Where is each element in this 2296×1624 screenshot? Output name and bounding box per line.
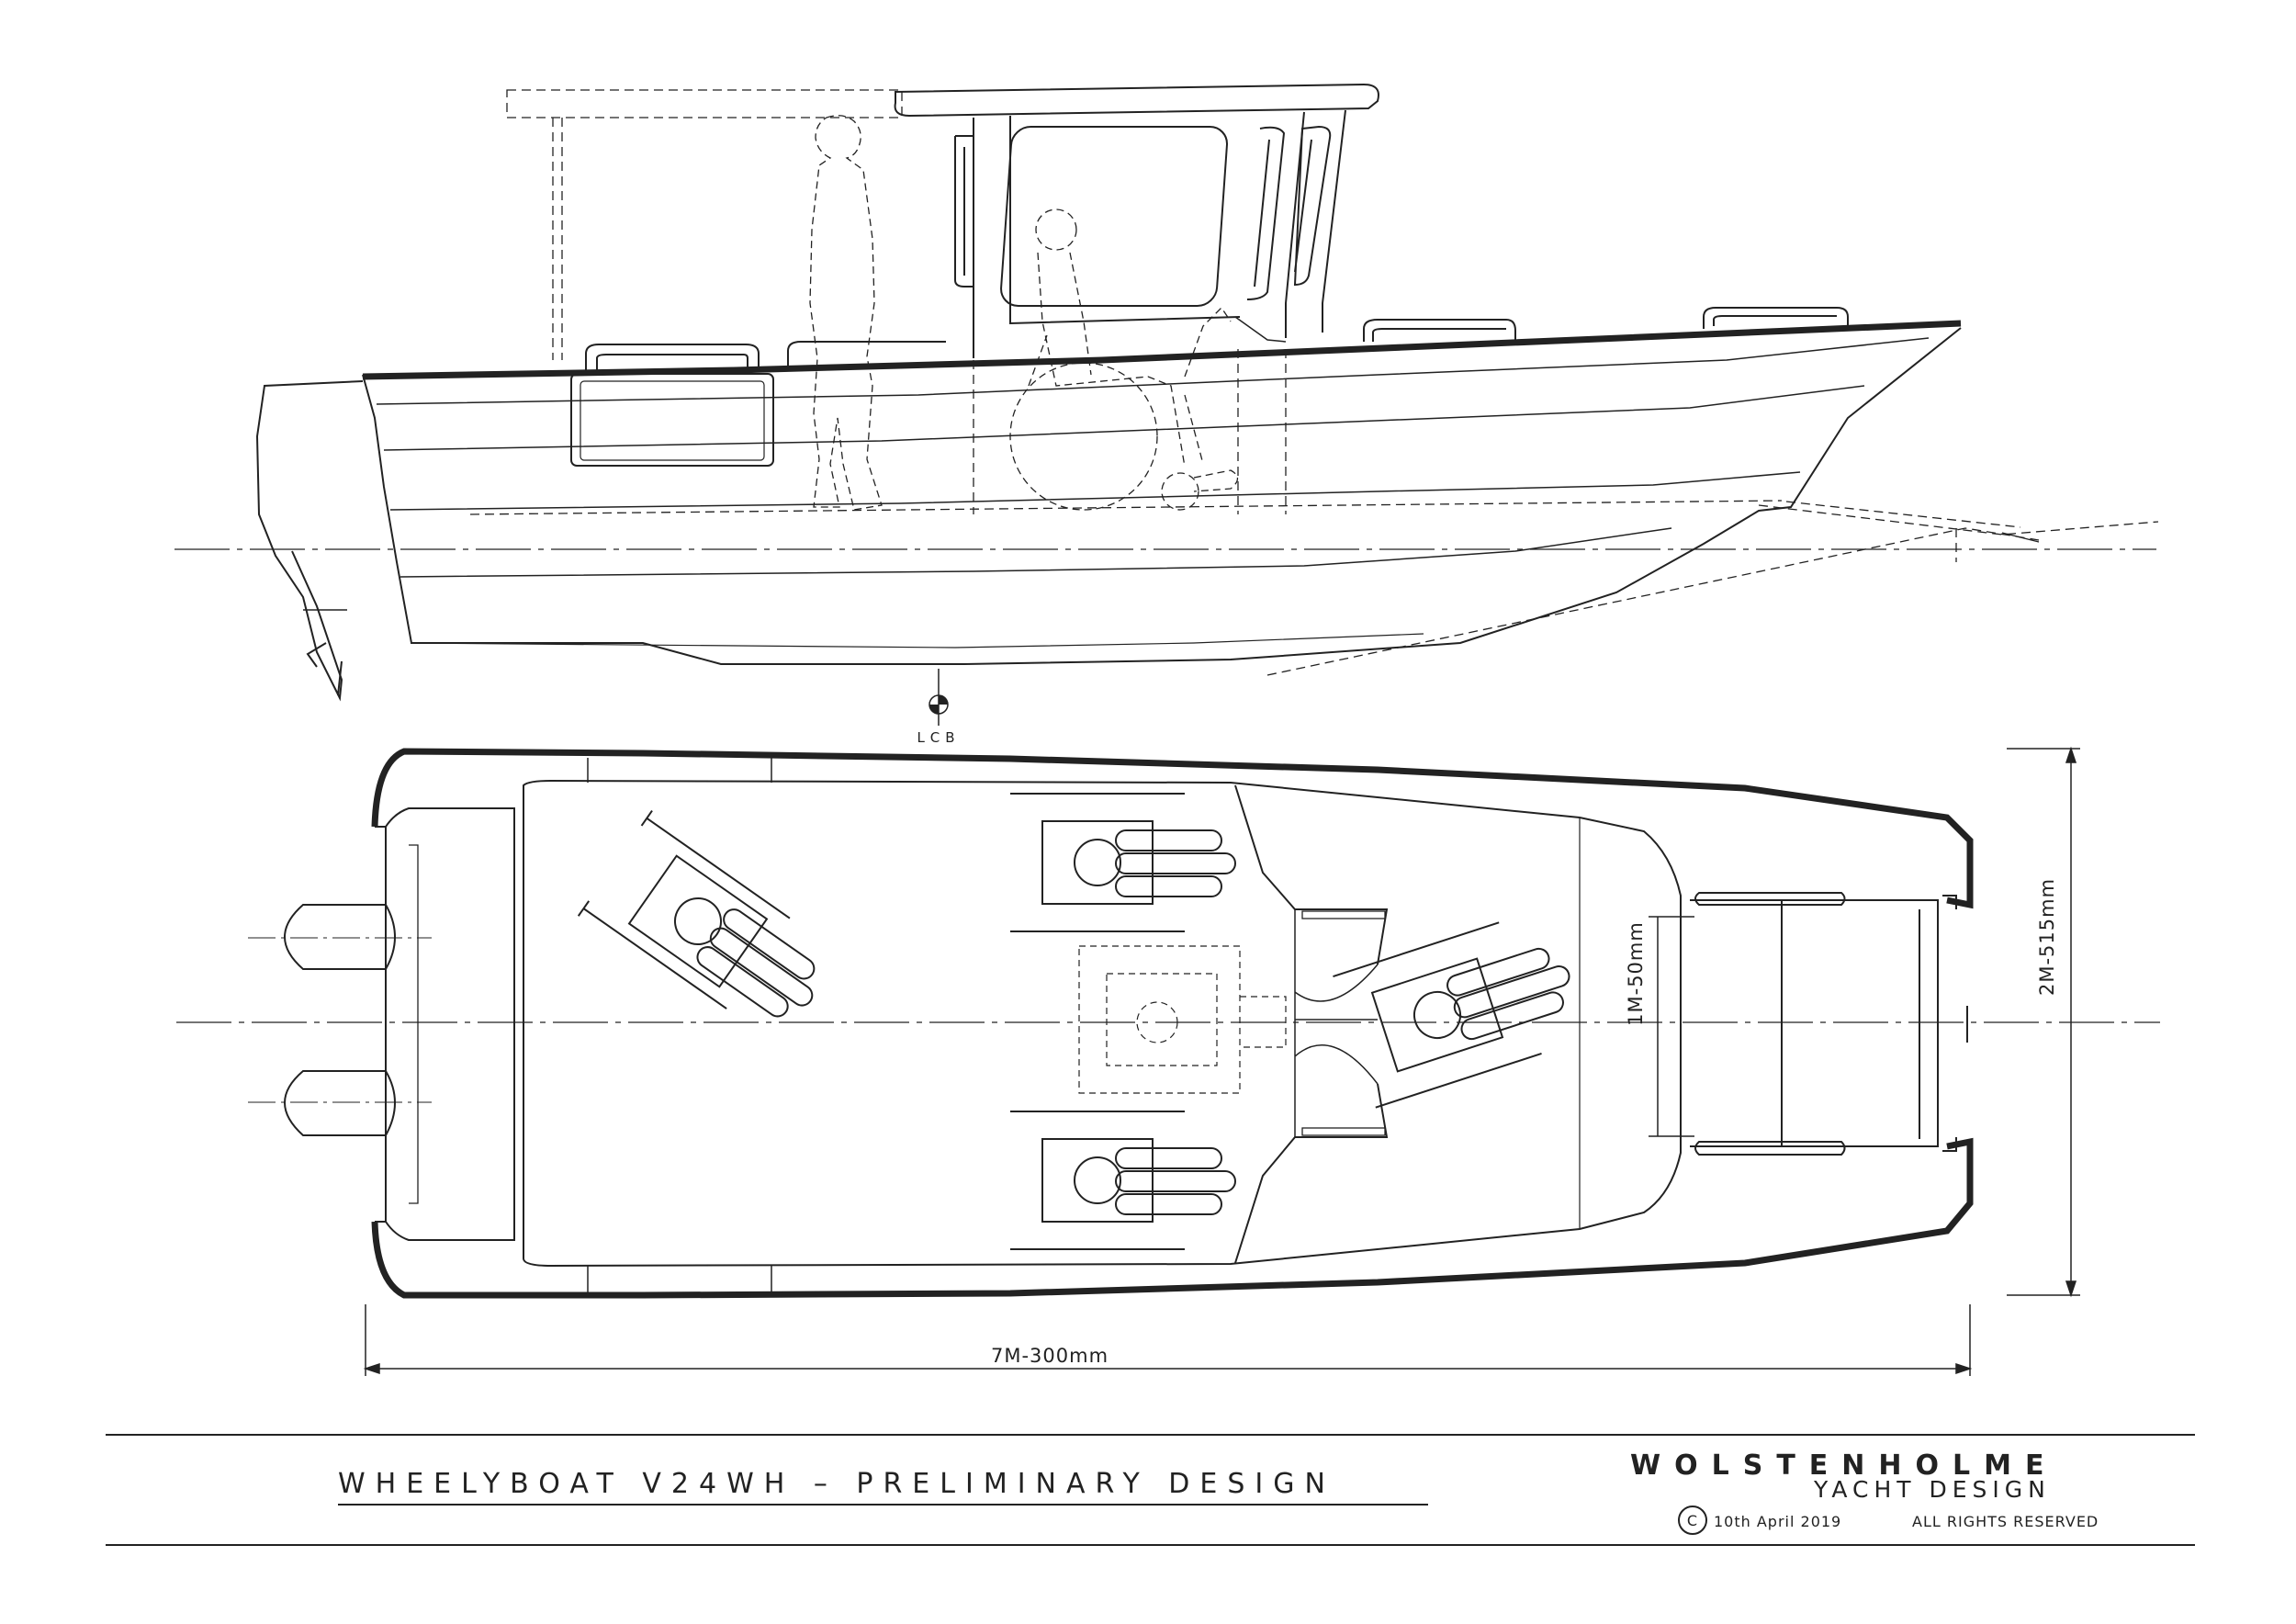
standing-person-outline	[809, 115, 883, 511]
sheer-line	[362, 320, 1962, 380]
lcb-marker: LCB	[917, 669, 960, 746]
company-name: WOLSTENHOLME	[1630, 1449, 2057, 1482]
dimensions	[363, 746, 2080, 1376]
wheelchair-plan-group	[577, 793, 1570, 1250]
opening-dimension-label: 1M-50mm	[1625, 921, 1647, 1026]
guard-rail-fwd	[1363, 307, 1849, 342]
copyright-symbol: C	[1687, 1512, 1698, 1529]
wheelchair-user-side	[1009, 209, 1239, 511]
hull-side-hatch	[570, 373, 774, 467]
outboard-pod-upper	[284, 904, 396, 970]
wheelhouse-front-window	[1000, 126, 1229, 307]
wheelchair-plan-starboard	[1010, 1111, 1236, 1250]
deck-outline	[523, 779, 1682, 1268]
outboard-motor	[255, 380, 364, 702]
side-elevation	[174, 83, 2159, 702]
rights-notice: ALL RIGHTS RESERVED	[1912, 1513, 2099, 1530]
helm-console	[1234, 784, 1389, 1264]
plan-hull-outline	[371, 748, 1974, 1299]
company-subtitle: YACHT DESIGN	[1813, 1476, 2051, 1503]
wheelchair-plan-forward	[1333, 921, 1570, 1109]
outboard-pod-lower	[284, 1070, 396, 1136]
wheelhouse-roof	[894, 83, 1379, 118]
canopy-dashed	[506, 89, 903, 118]
wheelhouse	[973, 109, 1346, 358]
title-block: WHEELYBOAT V24WH – PRELIMINARY DESIGN WO…	[106, 1434, 2195, 1546]
bow-ramp	[1690, 899, 1939, 1147]
beam-dimension-label: 2M-515mm	[2036, 878, 2058, 996]
plan-view	[176, 748, 2160, 1299]
length-dimension-label: 7M-300mm	[991, 1345, 1109, 1367]
wheelchair-plan-aft	[577, 809, 816, 1018]
hull-profile	[362, 327, 1962, 665]
drawing-title: WHEELYBOAT V24WH – PRELIMINARY DESIGN	[338, 1468, 1335, 1500]
guard-rail-aft	[585, 344, 760, 371]
guard-rail-mid	[787, 341, 946, 366]
copyright-icon	[1678, 1506, 1707, 1535]
lcb-label: LCB	[917, 729, 960, 746]
drawing-date: 10th April 2019	[1714, 1513, 1841, 1530]
wheelchair-plan-port	[1010, 793, 1236, 932]
